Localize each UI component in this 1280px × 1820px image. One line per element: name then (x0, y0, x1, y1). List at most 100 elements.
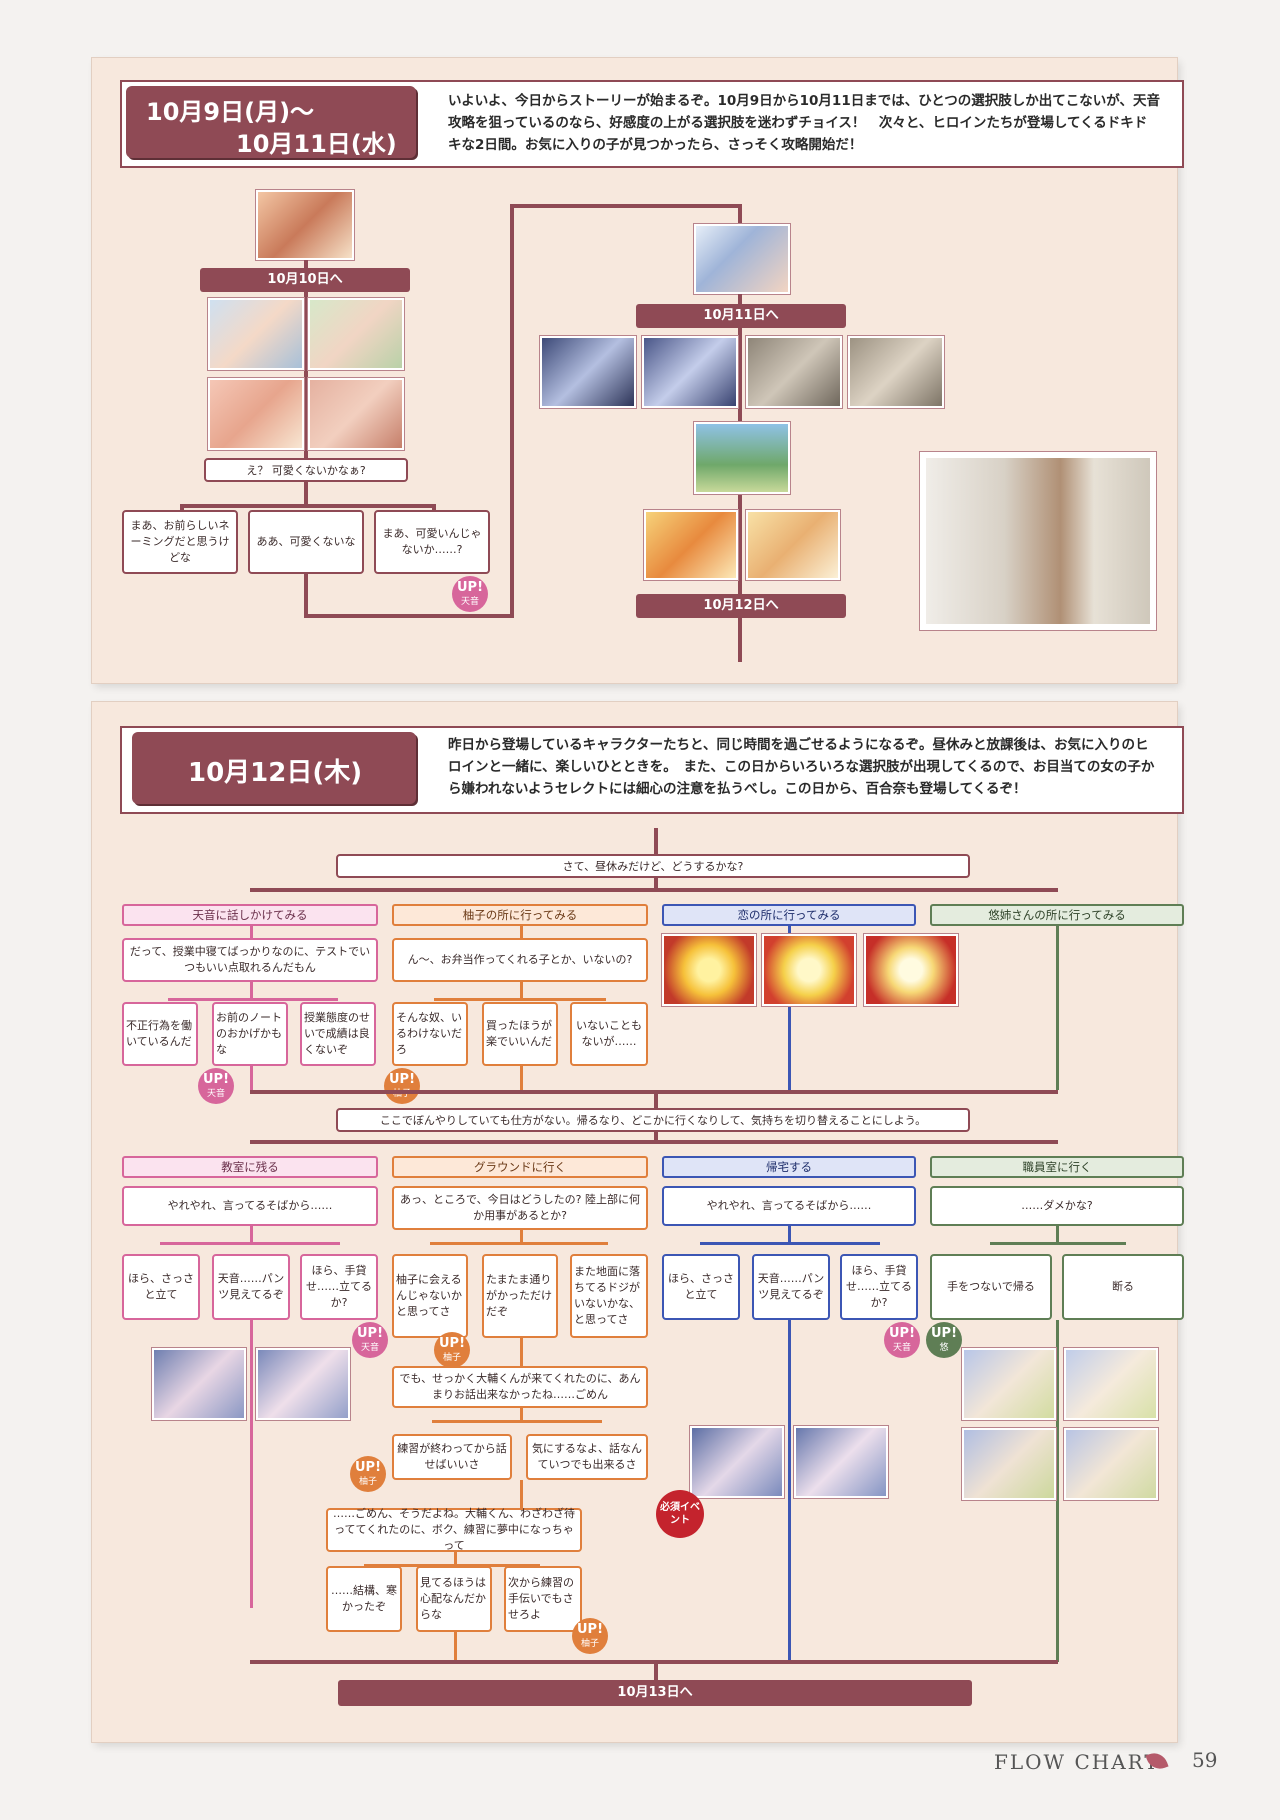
lunch-option-amane[interactable]: 天音に話しかけてみる (122, 904, 378, 926)
connector (520, 1066, 523, 1090)
scene-thumbnail (746, 510, 840, 580)
connector (1056, 1226, 1059, 1244)
lunch-option-yu[interactable]: 悠姉さんの所に行ってみる (930, 904, 1184, 926)
staff-choice[interactable]: 手をつないで帰る (930, 1254, 1052, 1320)
amane-line: だって、授業中寝てばっかりなのに、テストでいつもいい点取れるんだもん (122, 938, 378, 982)
scene-thumbnail (208, 298, 304, 370)
connector (304, 260, 308, 272)
ground-choice3[interactable]: ……結構、寒かったぞ (326, 1566, 402, 1632)
connector (520, 1338, 523, 1368)
ground-choice[interactable]: 柚子に会えるんじゃないかと思ってさ (392, 1254, 468, 1338)
connector (520, 926, 523, 940)
yuzu-choice[interactable]: そんな奴、いるわけないだろ (392, 1002, 468, 1066)
scene-thumbnail (208, 378, 304, 450)
amane-choice[interactable]: 不正行為を働いているんだ (122, 1002, 198, 1066)
to-oct11-bar: 10月11日へ (636, 304, 846, 328)
connector (304, 292, 308, 464)
scene-thumbnail (1064, 1348, 1158, 1420)
connector (304, 574, 308, 618)
scene-thumbnail (794, 1426, 888, 1498)
after-option-classroom[interactable]: 教室に残る (122, 1156, 378, 1178)
home-choice[interactable]: 天音……パンツ見えてるぞ (752, 1254, 830, 1320)
scene-thumbnail (642, 336, 738, 408)
ground-choice[interactable]: たまたま通りがかっただけだぞ (482, 1254, 558, 1338)
comic-panel (762, 934, 856, 1006)
section1-date-line1: 10月9日(月)～ (146, 98, 315, 126)
choice-box[interactable]: まあ、お前らしいネーミングだと思うけどな (122, 510, 238, 574)
connector (250, 1226, 253, 1244)
connector (1056, 1320, 1059, 1662)
class-choice[interactable]: 天音……パンツ見えてるぞ (212, 1254, 290, 1320)
choice-box[interactable]: まあ、可愛いんじゃないか……? (374, 510, 490, 574)
scene-thumbnail (1064, 1428, 1158, 1500)
connector (304, 614, 514, 618)
connector (520, 1408, 523, 1422)
ground-choice2[interactable]: 練習が終わってから話せばいいさ (392, 1434, 512, 1480)
staff-choice[interactable]: 断る (1062, 1254, 1184, 1320)
after-option-ground[interactable]: グラウンドに行く (392, 1156, 648, 1178)
connector (738, 294, 742, 304)
connector (454, 1632, 457, 1662)
lunch-option-koi[interactable]: 恋の所に行ってみる (662, 904, 916, 926)
connector (250, 1320, 253, 1608)
up-badge-yuzu: UP!柚子 (350, 1456, 386, 1492)
ground-choice2[interactable]: 気にするなよ、話なんていつでも出来るさ (526, 1434, 648, 1480)
connector (250, 1140, 1058, 1144)
connector (654, 828, 658, 856)
connector (520, 982, 523, 1000)
scene-thumbnail (256, 190, 354, 260)
scene-thumbnail (848, 336, 944, 408)
ground-choice3[interactable]: 次から練習の手伝いでもさせろよ (504, 1566, 582, 1632)
scene-thumbnail (152, 1348, 246, 1420)
connector (510, 204, 742, 208)
ground-choice3[interactable]: 見てるほうは心配なんだからな (416, 1566, 492, 1632)
class-choice[interactable]: ほら、手貸せ……立てるか? (300, 1254, 378, 1320)
comic-panel (864, 934, 958, 1006)
must-event-badge: 必須イベント (656, 1490, 704, 1538)
class-choice[interactable]: ほら、さっさと立て (122, 1254, 200, 1320)
connector (700, 1242, 880, 1245)
after-option-staffroom[interactable]: 職員室に行く (930, 1156, 1184, 1178)
connector (654, 878, 658, 890)
section1-date-box: 10月9日(月)～ 10月11日(水) (126, 86, 416, 158)
yuzu-line: ん～、お弁当作ってくれる子とか、いないの? (392, 938, 648, 982)
up-badge-amane: UP!天音 (352, 1322, 388, 1358)
connector (510, 204, 514, 618)
scene-thumbnail (690, 1426, 784, 1498)
connector (168, 998, 338, 1001)
amane-choice[interactable]: お前のノートのおかげかもな (212, 1002, 288, 1066)
footer-label: FLOW CHART (994, 1750, 1160, 1774)
up-badge-yuzu: UP!柚子 (572, 1618, 608, 1654)
amane-choice[interactable]: 授業態度のせいで成績は良くないぞ (300, 1002, 376, 1066)
connector (432, 1420, 602, 1423)
ground-line: あっ、ところで、今日はどうしたの? 陸上部に何か用事があるとか? (392, 1186, 648, 1230)
connector (250, 1090, 1058, 1094)
ground-choice[interactable]: また地面に落ちてるドジがいないかな、と思ってさ (570, 1254, 648, 1338)
connector (454, 1552, 457, 1566)
section2-intro: 昨日から登場しているキャラクターたちと、同じ時間を過ごせるようになるぞ。昼休みと… (448, 737, 1155, 797)
up-badge-amane: UP!天音 (452, 576, 488, 612)
connector (250, 888, 1058, 892)
scene-thumbnail (962, 1348, 1056, 1420)
page-number: 59 (1192, 1748, 1218, 1772)
ground-line2: でも、せっかく大輔くんが来てくれたのに、あんまりお話出来なかったね……ごめん (392, 1366, 648, 1408)
up-badge-yuzu: UP!柚子 (384, 1068, 420, 1104)
after-option-home[interactable]: 帰宅する (662, 1156, 916, 1178)
yuzu-choice[interactable]: いないこともないが…… (570, 1002, 648, 1066)
scene-thumbnail (308, 298, 404, 370)
up-badge-amane: UP!天音 (198, 1068, 234, 1104)
home-choice[interactable]: ほら、手貸せ……立てるか? (840, 1254, 918, 1320)
choice-box[interactable]: ああ、可愛くないな (248, 510, 364, 574)
to-oct13-bar: 10月13日へ (338, 1680, 972, 1706)
home-choice[interactable]: ほら、さっさと立て (662, 1254, 740, 1320)
ground-line3: ……ごめん、そうだよね。大輔くん、わざわざ待っててくれたのに、ボク、練習に夢中に… (326, 1507, 582, 1552)
connector (250, 1660, 1058, 1664)
question-box: え？ 可愛くないかなぁ? (204, 458, 408, 482)
scene-thumbnail (694, 422, 790, 494)
lunch-question: さて、昼休みだけど、どうするかな? (336, 854, 970, 878)
yuzu-choice[interactable]: 買ったほうが楽でいいんだ (482, 1002, 558, 1066)
connector (788, 926, 791, 1090)
lunch-option-yuzu[interactable]: 柚子の所に行ってみる (392, 904, 648, 926)
connector (738, 618, 742, 662)
connector (250, 926, 253, 940)
